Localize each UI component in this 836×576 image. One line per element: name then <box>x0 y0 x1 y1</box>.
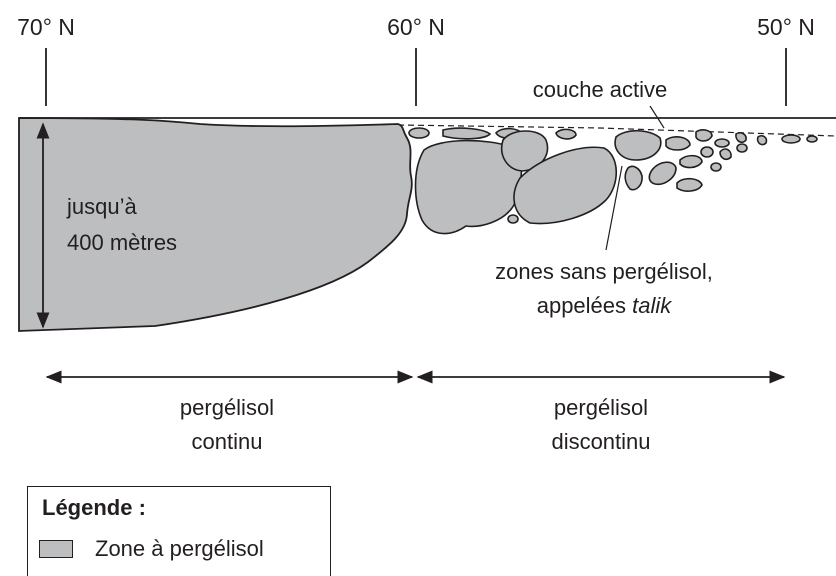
permafrost-patch <box>556 129 576 139</box>
latitude-label-60: 60° N <box>387 14 445 40</box>
active-layer-label: couche active <box>533 77 668 102</box>
permafrost-patch <box>666 137 690 150</box>
legend-swatch <box>39 540 73 558</box>
permafrost-patch <box>701 147 713 157</box>
depth-label-line2: 400 mètres <box>67 230 177 255</box>
permafrost-patch <box>443 128 490 139</box>
permafrost-patch <box>696 130 712 141</box>
latitude-label-70: 70° N <box>17 14 75 40</box>
permafrost-patch <box>807 136 817 142</box>
permafrost-patch <box>736 133 746 142</box>
continuous-permafrost-zone <box>19 118 412 331</box>
depth-label-line1: jusqu’à <box>66 194 137 219</box>
permafrost-patch <box>720 149 731 159</box>
discontinuous-permafrost-patches <box>409 128 817 234</box>
continuous-label-line1: pergélisol <box>180 395 274 420</box>
permafrost-patch <box>508 215 518 223</box>
permafrost-patch <box>758 136 767 145</box>
permafrost-patch <box>615 131 661 160</box>
legend: Légende : Zone à pergélisol <box>27 486 331 576</box>
talik-label-italic: talik <box>632 293 672 318</box>
continuous-label-line2: continu <box>192 429 263 454</box>
discontinuous-label-line2: discontinu <box>551 429 650 454</box>
permafrost-patch <box>625 166 642 189</box>
permafrost-patch <box>715 139 729 147</box>
talik-label-prefix: appelées <box>537 293 632 318</box>
talik-label-line1: zones sans pergélisol, <box>495 259 713 284</box>
permafrost-patch <box>782 135 800 143</box>
discontinuous-label-line1: pergélisol <box>554 395 648 420</box>
latitude-label-50: 50° N <box>757 14 815 40</box>
permafrost-patch <box>680 156 702 168</box>
permafrost-patch <box>711 163 721 171</box>
permafrost-patch <box>737 144 747 152</box>
legend-item: Zone à pergélisol <box>39 536 264 562</box>
permafrost-patch <box>649 162 676 184</box>
legend-item-label: Zone à pergélisol <box>95 536 264 562</box>
active-layer-pointer <box>650 106 664 128</box>
legend-title: Légende : <box>42 495 146 521</box>
permafrost-patch <box>409 128 429 138</box>
talik-label-line2: appelées talik <box>537 293 673 318</box>
permafrost-patch <box>677 179 702 191</box>
